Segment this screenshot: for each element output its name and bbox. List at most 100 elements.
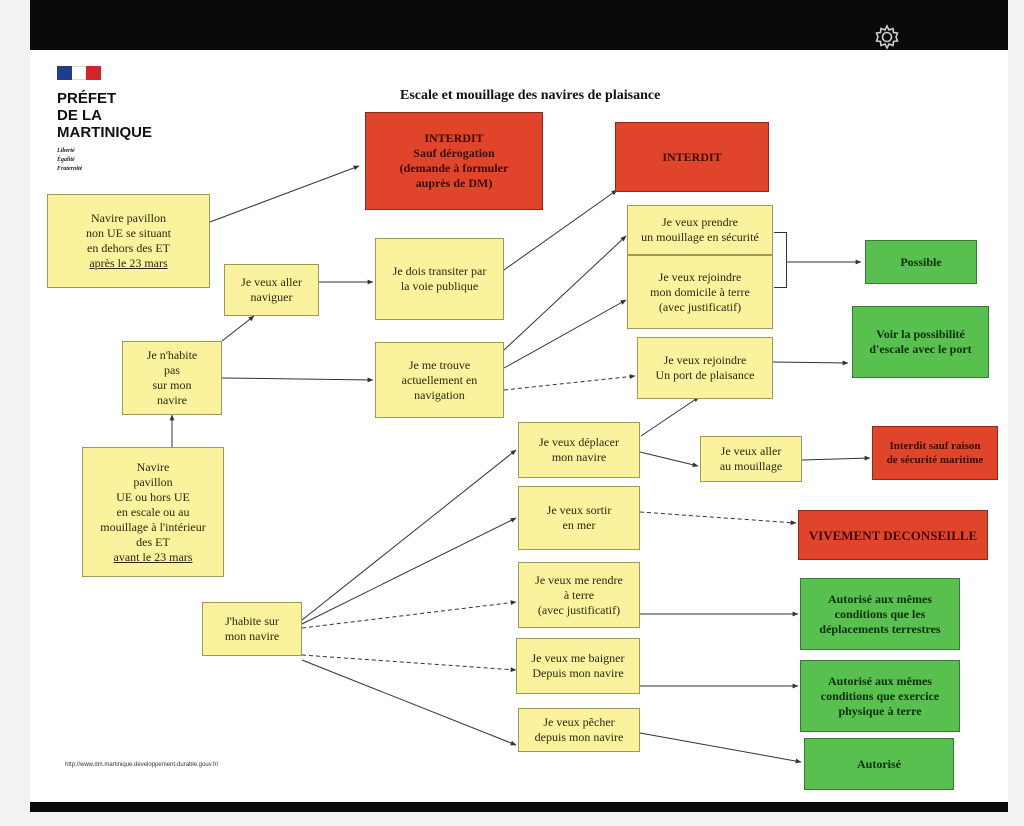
box-line: Je veux aller: [241, 275, 302, 289]
connector: [640, 396, 700, 437]
box-line: J'habite sur: [225, 614, 279, 628]
box-line: UE ou hors UE: [116, 489, 190, 504]
connector: [801, 455, 871, 461]
box-interdit-derogation: INTERDIT Sauf dérogation (demande à form…: [365, 112, 543, 210]
motto-line: Égalité: [57, 157, 75, 163]
motto-line: Liberté: [57, 148, 75, 154]
connector: [503, 235, 627, 351]
connector: [503, 299, 627, 369]
box-autorise: Autorisé: [804, 738, 954, 790]
box-line: sur mon: [152, 378, 192, 392]
box-line: avant le 23 mars: [113, 549, 193, 564]
box-voir-escale: Voir la possibilité d'escale avec le por…: [852, 306, 989, 378]
box-line: Interdit sauf raison: [889, 440, 981, 452]
box-transiter: Je dois transiter par la voie publique: [375, 238, 504, 320]
republic-motto: Liberté Égalité Fraternité: [57, 147, 117, 174]
box-line: au mouillage: [719, 459, 783, 473]
box-line: Je veux pêcher: [543, 715, 615, 729]
box-deplacer-navire: Je veux déplacer mon navire: [518, 422, 640, 478]
box-interdit: INTERDIT: [615, 122, 769, 192]
box-line: Voir la possibilité: [876, 327, 965, 341]
connector: [639, 732, 802, 764]
box-line: en dehors des ET: [87, 241, 170, 255]
box-line: Je veux aller: [720, 444, 782, 458]
box-line: de sécurité maritime: [886, 454, 984, 466]
box-line: des ET: [136, 534, 170, 549]
connector: [221, 377, 374, 383]
source-url[interactable]: http://www.dm.martinique.developpement-d…: [65, 762, 219, 768]
connector: [301, 600, 517, 629]
box-line: mouillage à l'intérieur: [100, 519, 206, 534]
box-line: Je veux me rendre: [535, 572, 623, 587]
connector: [639, 511, 797, 526]
box-line: INTERDIT: [424, 131, 484, 145]
box-line: Je veux rejoindre: [658, 269, 742, 284]
box-rejoindre-domicile: Je veux rejoindre mon domicile à terre (…: [627, 255, 773, 329]
gear-icon[interactable]: [872, 22, 902, 52]
box-line: navire: [157, 393, 187, 407]
connector: [772, 360, 849, 366]
box-line: Navire pavillon: [91, 211, 166, 225]
box-mouillage-securite: Je veux prendre un mouillage en sécurité: [627, 205, 773, 255]
box-line: après le 23 mars: [89, 256, 168, 270]
box-autorise-exercice: Autorisé aux mêmes conditions que exerci…: [800, 660, 960, 732]
box-line: Sauf dérogation: [413, 146, 495, 160]
flag-red: [86, 66, 102, 80]
connector: [639, 451, 699, 468]
box-line: mon domicile à terre: [650, 284, 750, 299]
box-autorise-deplacements: Autorisé aux mêmes conditions que les dé…: [800, 578, 960, 650]
box-sortir-mer: Je veux sortir en mer: [518, 486, 640, 550]
box-line: mon navire: [224, 629, 280, 643]
box-line: physique à terre: [838, 703, 922, 718]
box-line: Autorisé: [857, 756, 901, 771]
box-line: (demande à formuler: [399, 161, 509, 175]
flag-white: [71, 66, 87, 80]
box-line: pavillon: [133, 474, 173, 489]
prefet-line: PRÉFET: [57, 90, 117, 107]
box-line: à terre: [563, 587, 595, 602]
box-line: Je veux rejoindre: [663, 353, 747, 367]
top-toolbar: [30, 0, 1008, 50]
connector: [301, 659, 517, 746]
box-line: navigation: [414, 387, 465, 402]
box-line: Autorisé aux mêmes: [828, 591, 932, 606]
box-line: Depuis mon navire: [532, 666, 624, 680]
bracket-connector: [774, 232, 787, 288]
connector: [301, 654, 517, 673]
box-vivement-deconseille: VIVEMENT DECONSEILLE: [798, 510, 988, 560]
box-line: en mer: [562, 518, 596, 532]
box-line: Je veux déplacer: [539, 435, 619, 449]
box-line: d'escale avec le port: [869, 342, 972, 356]
connector: [221, 315, 255, 342]
prefet-name: PRÉFET DE LA MARTINIQUE: [57, 90, 187, 141]
box-line: naviguer: [250, 290, 293, 304]
prefet-line: MARTINIQUE: [57, 124, 152, 141]
box-habite-pas: Je n'habite pas sur mon navire: [122, 341, 222, 415]
box-line: Je me trouve: [408, 357, 471, 372]
box-rendre-terre: Je veux me rendre à terre (avec justific…: [518, 562, 640, 628]
box-line: INTERDIT: [662, 149, 722, 164]
connector: [503, 374, 636, 391]
box-line: la voie publique: [400, 279, 479, 293]
prefet-line: DE LA: [57, 107, 102, 124]
french-flag-icon: [57, 66, 102, 80]
document-frame: PRÉFET DE LA MARTINIQUE Liberté Égalité …: [30, 0, 1008, 812]
box-line: Je veux me baigner: [531, 651, 625, 665]
box-line: depuis mon navire: [534, 730, 624, 744]
box-line: Autorisé aux mêmes: [828, 673, 932, 688]
box-line: Je veux prendre: [662, 215, 738, 229]
box-line: en escale ou au: [116, 504, 190, 519]
box-line: (avec justificatif): [537, 602, 621, 617]
connector: [301, 449, 517, 621]
connector: [209, 165, 360, 223]
box-line: mon navire: [551, 450, 607, 464]
box-line: Un port de plaisance: [655, 368, 755, 382]
box-baigner: Je veux me baigner Depuis mon navire: [516, 638, 640, 694]
box-line: (avec justificatif): [658, 299, 742, 314]
box-line: non UE se situant: [86, 226, 171, 240]
box-line: déplacements terrestres: [819, 621, 941, 636]
box-rejoindre-port: Je veux rejoindre Un port de plaisance: [637, 337, 773, 399]
bottom-bar: [30, 802, 1008, 812]
box-line: Je veux sortir: [546, 503, 612, 517]
box-line: Possible: [900, 254, 942, 269]
